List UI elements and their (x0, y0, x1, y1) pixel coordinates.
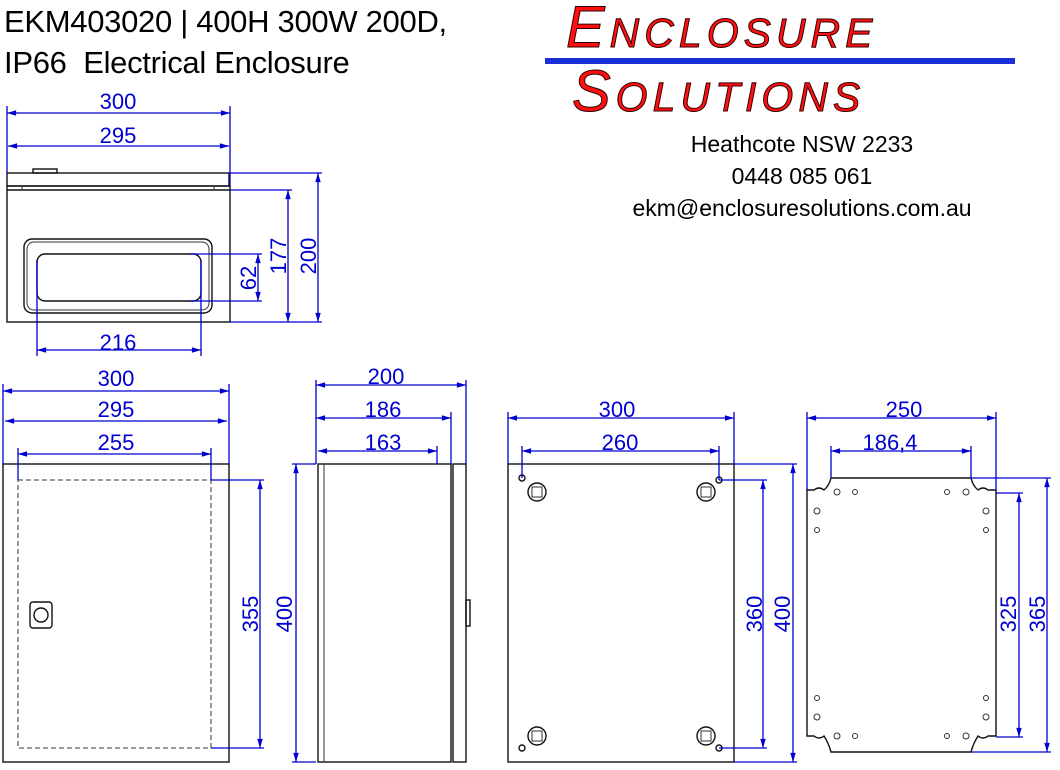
front-view: 300 295 255 355 400 (2, 366, 316, 763)
dim-top-62: 62 (236, 266, 261, 290)
logo-line-1: Enclosure (566, 0, 878, 61)
lock-icon (29, 601, 53, 629)
dim-front-255: 255 (98, 430, 135, 455)
dim-back-400: 400 (770, 596, 795, 633)
dim-front-295: 295 (98, 397, 135, 422)
dim-side-163: 163 (365, 430, 402, 455)
mounting-holes (518, 474, 723, 752)
dim-plate-250: 250 (886, 397, 923, 422)
logo-line-2: Solutions (571, 59, 866, 125)
dim-back-300: 300 (599, 397, 636, 422)
top-view: 300 295 216 62 177 200 (6, 89, 322, 356)
dim-back-260: 260 (602, 430, 639, 455)
back-view: 300 260 360 400 (507, 397, 797, 763)
dim-plate-365: 365 (1025, 596, 1050, 633)
title-line-2: IP66 Electrical Enclosure (4, 45, 350, 80)
dim-top-295: 295 (100, 123, 137, 148)
dim-front-355: 355 (238, 596, 263, 633)
side-view: 200 186 163 (315, 364, 471, 763)
dim-top-177: 177 (266, 238, 291, 275)
dim-top-216: 216 (100, 330, 137, 355)
dim-plate-186-4: 186,4 (862, 430, 917, 455)
dim-top-200: 200 (296, 238, 321, 275)
dim-front-400: 400 (272, 596, 297, 633)
logo-rule (545, 58, 1015, 64)
dim-plate-325: 325 (996, 596, 1021, 633)
dim-side-200: 200 (368, 364, 405, 389)
contact-email[interactable]: ekm@enclosuresolutions.com.au (632, 195, 972, 221)
mounting-plate: 250 186,4 325 365 (806, 397, 1051, 753)
dim-back-360: 360 (742, 596, 767, 633)
dim-front-300: 300 (98, 366, 135, 391)
title-line-1: EKM403020 | 400H 300W 200D, (4, 4, 447, 39)
dim-side-186: 186 (365, 397, 402, 422)
contact-address: Heathcote NSW 2233 (690, 131, 914, 157)
dim-top-300: 300 (100, 89, 137, 114)
contact-phone: 0448 085 061 (731, 163, 873, 189)
